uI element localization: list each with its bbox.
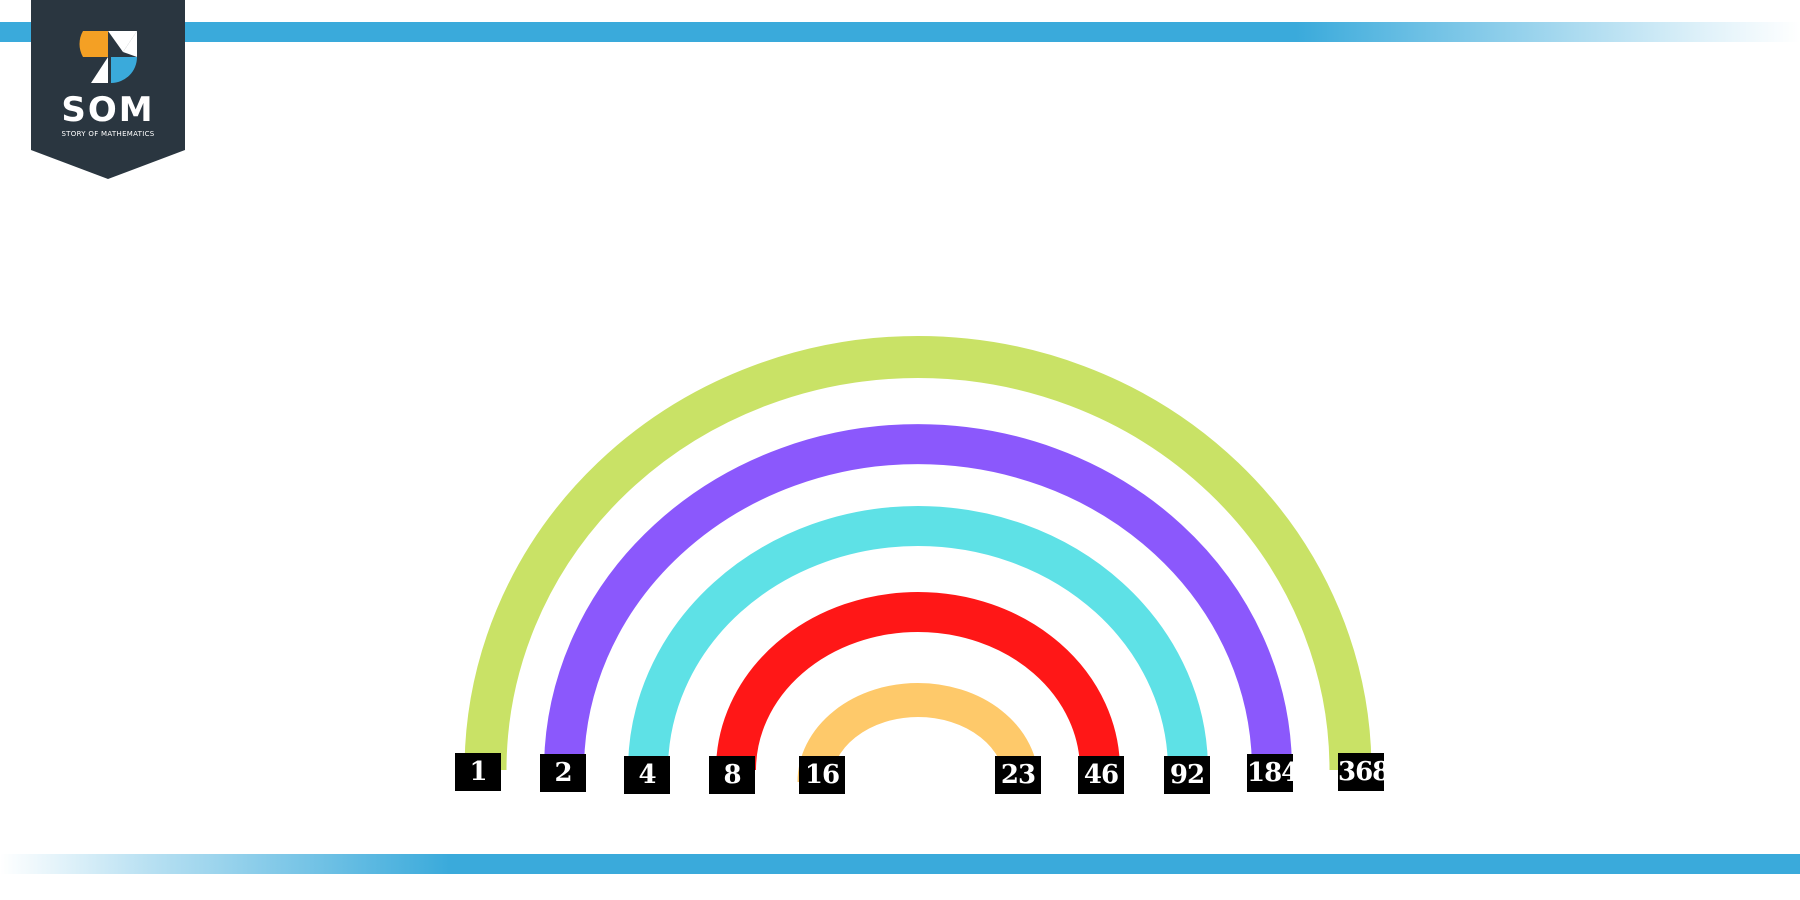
arc-16-23 [797, 683, 1039, 783]
factor-label-4: 4 [624, 756, 670, 794]
logo-subtitle: STORY OF MATHEMATICS [61, 130, 155, 138]
arc-4-92 [628, 506, 1208, 771]
factor-label-8: 8 [709, 756, 755, 794]
factor-label-1: 1 [455, 753, 501, 791]
som-logo: SOM STORY OF MATHEMATICS [31, 0, 185, 180]
arc-8-46 [716, 592, 1120, 771]
logo-badge [31, 0, 185, 179]
factor-label-23: 23 [995, 756, 1041, 794]
logo-name: SOM [61, 90, 155, 130]
factor-label-184: 184 [1247, 754, 1299, 792]
factor-label-46: 46 [1078, 756, 1124, 794]
factor-label-368: 368 [1338, 753, 1390, 791]
factor-label-92: 92 [1164, 756, 1210, 794]
factor-label-2: 2 [540, 754, 586, 792]
top-stripe [0, 22, 1800, 42]
factor-label-16: 16 [799, 756, 845, 794]
arc-2-184 [544, 424, 1292, 771]
bottom-stripe [0, 854, 1800, 874]
arc-1-368 [464, 336, 1372, 771]
